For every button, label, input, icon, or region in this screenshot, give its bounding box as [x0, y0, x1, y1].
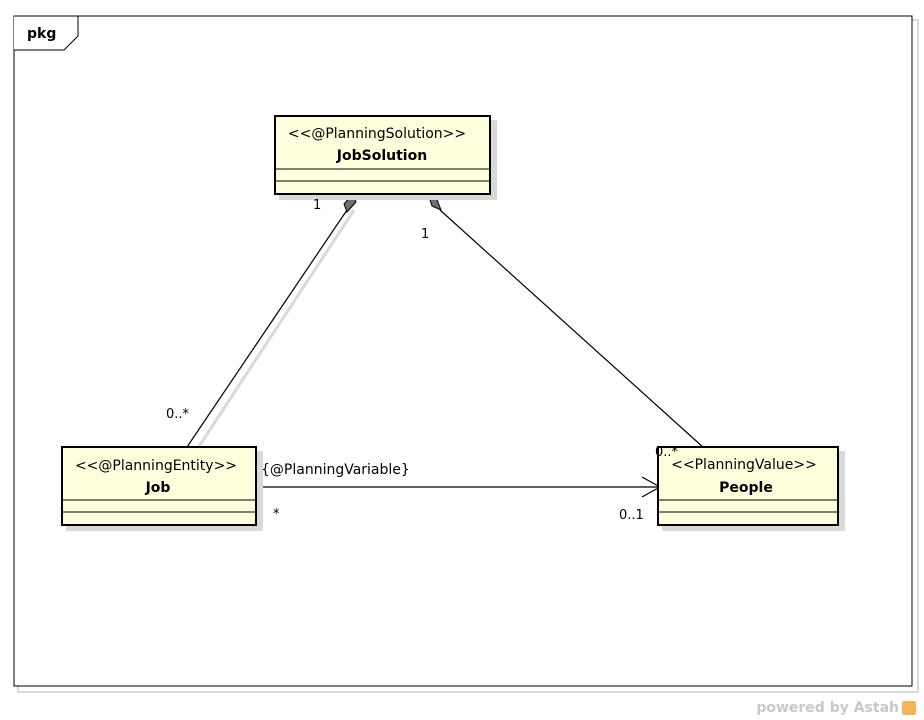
astah-watermark: powered by Astah: [756, 700, 916, 716]
class-stereotype: <<@PlanningEntity>>: [75, 458, 237, 474]
frame-title: pkg: [27, 26, 56, 42]
multiplicity-job-people-source: *: [273, 507, 280, 522]
multiplicity-job-people-target: 0..1: [619, 508, 644, 523]
multiplicity-solution-job-target: 0..*: [166, 407, 190, 422]
astah-logo-icon: [902, 701, 916, 715]
class-name: JobSolution: [336, 148, 427, 164]
class-stereotype: <<PlanningValue>>: [671, 457, 817, 473]
association-line[interactable]: [186, 209, 348, 448]
class-name: Job: [145, 480, 171, 496]
watermark-text: powered by Astah: [756, 700, 899, 716]
association-shadow: [192, 209, 356, 455]
multiplicity-solution-job-source: 1: [313, 198, 321, 213]
class-name: People: [719, 480, 773, 496]
association-label-planning-variable: {@PlanningVariable}: [261, 462, 410, 478]
class-people[interactable]: <<PlanningValue>> People: [657, 446, 845, 531]
class-job[interactable]: <<@PlanningEntity>> Job: [61, 446, 263, 531]
association-line[interactable]: [439, 209, 705, 449]
class-stereotype: <<@PlanningSolution>>: [288, 126, 466, 142]
multiplicity-solution-people-target: 0..*: [655, 445, 679, 460]
frame-tab: [14, 15, 79, 51]
multiplicity-solution-people-source: 1: [421, 227, 429, 242]
class-jobsolution[interactable]: <<@PlanningSolution>> JobSolution: [274, 115, 497, 200]
